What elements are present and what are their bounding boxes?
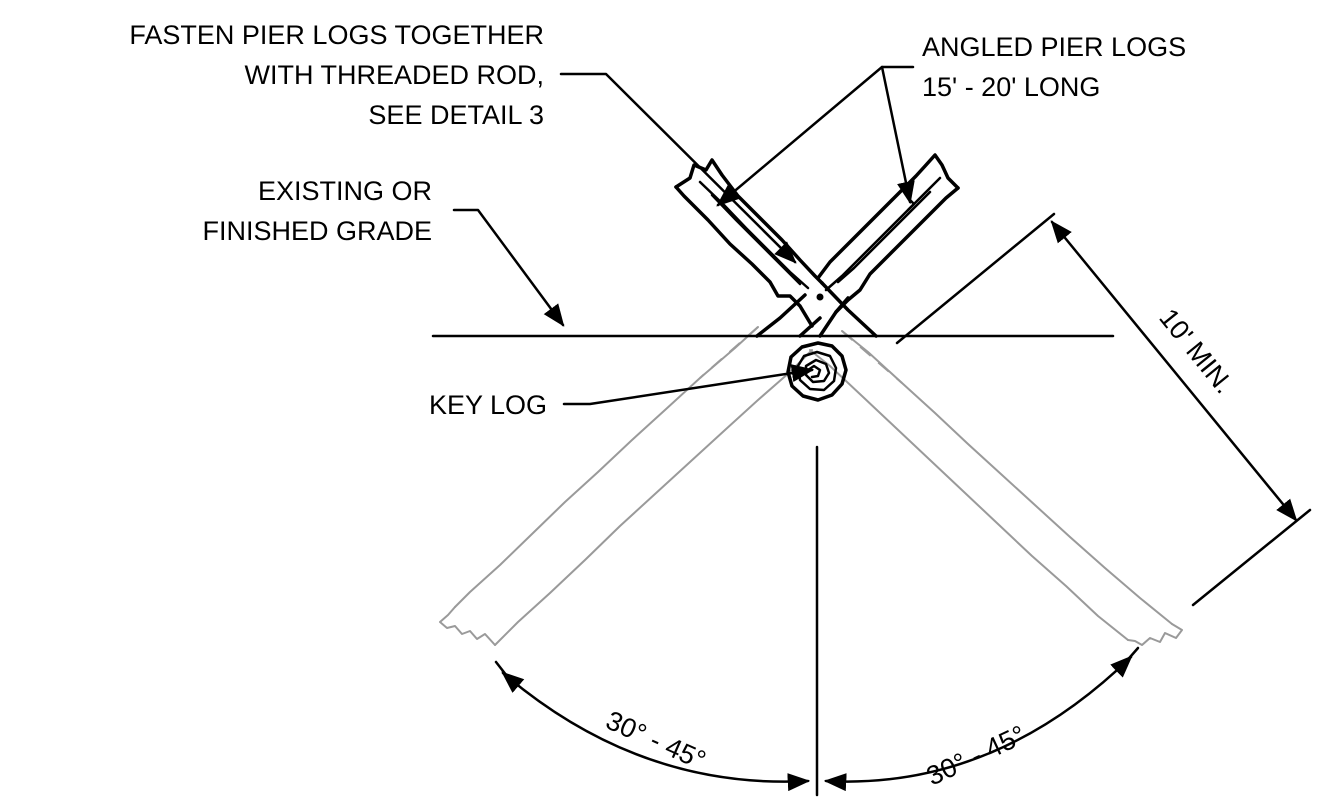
right-log-lower-edge-2 — [834, 296, 850, 314]
dimension-extension-top — [895, 212, 1056, 345]
length-dimension-line — [1050, 220, 1298, 522]
angle-left-label: 30° - 45° — [602, 705, 711, 775]
grade-callout-line-1: EXISTING OR — [258, 176, 432, 206]
grade-leader — [452, 208, 565, 327]
left-log-lower-edge — [755, 293, 807, 338]
buried-left-pier-log — [439, 326, 813, 646]
key-log-leader — [562, 364, 815, 406]
fasten-callout-line-1: FASTEN PIER LOGS TOGETHER — [129, 20, 544, 50]
angled-logs-leader-1 — [716, 65, 915, 207]
grade-callout: EXISTING OR FINISHED GRADE — [202, 176, 432, 246]
angled-logs-callout: ANGLED PIER LOGS 15' - 20' LONG — [922, 32, 1186, 102]
fasten-leader — [559, 72, 797, 264]
right-log-lower-edge — [798, 316, 822, 338]
key-log-callout: KEY LOG — [429, 390, 547, 420]
fasten-callout-line-3: SEE DETAIL 3 — [368, 100, 544, 130]
angle-left-arc — [501, 671, 811, 792]
buried-right-log-edge-dashed — [841, 330, 903, 384]
buried-right-pier-log — [809, 330, 1183, 646]
threaded-rod-bolt — [816, 293, 824, 301]
fasten-callout: FASTEN PIER LOGS TOGETHER WITH THREADED … — [129, 20, 544, 130]
angled-logs-callout-line-1: ANGLED PIER LOGS — [922, 32, 1186, 62]
left-log-lower-edge-2 — [820, 281, 878, 338]
angle-right-label: 30° - 45° — [922, 720, 1030, 792]
grade-callout-line-2: FINISHED GRADE — [202, 216, 432, 246]
angled-logs-leader-2 — [880, 65, 915, 205]
fasten-callout-line-2: WITH THREADED ROD, — [244, 60, 544, 90]
dimension-extension-bottom — [1191, 508, 1312, 607]
length-dimension-label: 10' MIN. — [1153, 303, 1239, 399]
angle-right-arc — [823, 655, 1133, 792]
angled-logs-callout-line-2: 15' - 20' LONG — [922, 72, 1100, 102]
